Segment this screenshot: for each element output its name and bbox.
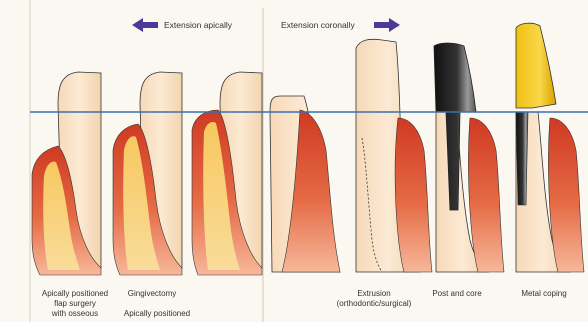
- tooth-6-gingiva: [468, 118, 504, 272]
- tooth-diagram-2: [113, 72, 182, 275]
- extension-coronally-label: Extension coronally: [281, 20, 355, 30]
- caption-1-line-1: Apically positioned: [34, 289, 116, 299]
- tooth-7-gingiva: [548, 118, 584, 272]
- tooth-diagram-1: [32, 72, 101, 275]
- arrow-left-icon: [132, 18, 158, 32]
- caption-1-line-3: with osseous: [34, 309, 116, 319]
- arrow-right-icon: [374, 18, 400, 32]
- caption-extrusion: Extrusion (orthodontic/surgical): [326, 289, 422, 309]
- caption-1-line-2: flap surgery: [34, 299, 116, 309]
- tooth-7-metal-coping: [516, 23, 556, 108]
- caption-metal-coping: Metal coping: [512, 289, 576, 299]
- tooth-diagram-3: [192, 72, 262, 275]
- tooth-diagram-7: [516, 23, 584, 272]
- tooth-diagram-5: [356, 39, 432, 272]
- caption-4-line-1: Extrusion: [326, 289, 422, 299]
- caption-post-and-core: Post and core: [426, 289, 488, 299]
- tooth-7-post: [516, 112, 528, 205]
- caption-apically-positioned-flap: Apically positioned flap surgery with os…: [34, 289, 116, 319]
- caption-apically-positioned: Apically positioned: [112, 309, 202, 319]
- extension-apically-label: Extension apically: [164, 20, 232, 30]
- caption-gingivectomy: Gingivectomy: [122, 289, 182, 299]
- tooth-diagram-6: [434, 43, 504, 272]
- caption-4-line-2: (orthodontic/surgical): [326, 299, 422, 309]
- tooth-5-gingiva: [395, 118, 432, 272]
- tooth-diagram-4: [270, 96, 340, 272]
